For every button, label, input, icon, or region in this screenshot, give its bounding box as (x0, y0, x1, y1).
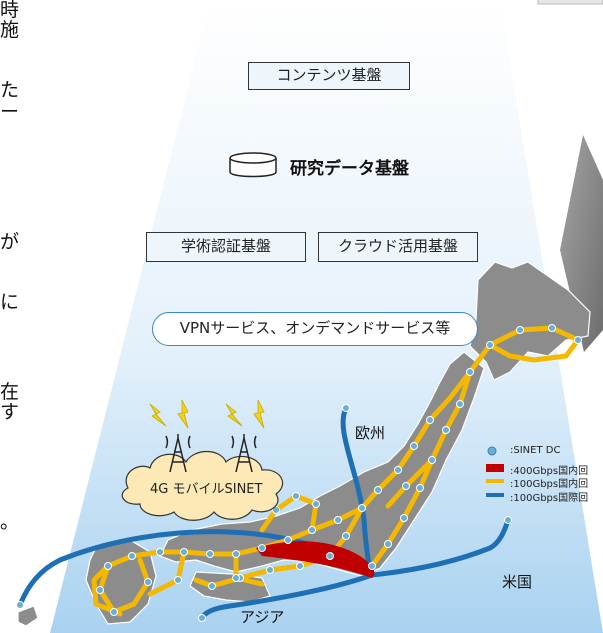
left-text-fragment: 時 (0, 0, 20, 21)
legend-dot (487, 446, 497, 456)
node (442, 426, 450, 434)
left-text-fragment: 。 (0, 511, 20, 533)
gray-arrow-icon (560, 135, 603, 352)
node (384, 540, 392, 548)
node (426, 416, 434, 424)
domestic-400g-link (256, 541, 375, 578)
node (232, 574, 240, 582)
node (548, 324, 556, 332)
legend-blue-line (486, 493, 504, 497)
node (400, 514, 408, 522)
node (410, 442, 418, 450)
node (198, 614, 206, 622)
asia-label: アジア (240, 608, 285, 626)
node (232, 550, 240, 558)
usa-label: 米国 (502, 573, 533, 591)
node (504, 516, 512, 524)
contents-platform-box: コンテンツ基盤 (248, 62, 410, 90)
node (110, 608, 118, 616)
legend-400g: :400Gbps国内回 (510, 466, 589, 477)
node (516, 326, 524, 334)
left-text-fragment: 在 (0, 381, 20, 403)
left-text-fragment: た (0, 79, 20, 101)
node (374, 486, 382, 494)
mobile-cloud-icon (121, 450, 284, 521)
node (394, 466, 402, 474)
node (266, 566, 274, 574)
node (284, 536, 292, 544)
node (358, 504, 366, 512)
left-text-fragment: す (0, 401, 20, 423)
node (342, 404, 350, 412)
node (402, 482, 410, 490)
mobile-sinet-label: 4G モバイルSINET (150, 482, 263, 497)
node (428, 456, 436, 464)
node (174, 576, 182, 584)
europe-label: 欧州 (355, 424, 386, 442)
left-text-fragment: が (0, 231, 20, 253)
node (258, 544, 266, 552)
antenna-icon (165, 434, 191, 473)
left-text-fragment: 施 (0, 19, 20, 41)
node (272, 506, 280, 514)
node (312, 500, 320, 508)
node (486, 341, 494, 349)
legend-red-bar (486, 464, 504, 472)
node (96, 586, 104, 594)
academic-auth-box: 学術認証基盤 (146, 232, 306, 262)
node (292, 492, 300, 500)
node (368, 562, 376, 570)
database-cylinder-icon (229, 152, 277, 178)
legend-100g-domestic: :100Gbps国内回 (510, 479, 589, 490)
node (342, 532, 350, 540)
node (308, 526, 316, 534)
node (456, 400, 464, 408)
legend-sinet-dc: :SINET DC (510, 445, 561, 456)
left-text-fragment: ー (0, 101, 20, 123)
node (326, 552, 334, 560)
cloud-platform-box: クラウド活用基盤 (318, 232, 478, 262)
left-text-fragment: に (0, 291, 20, 313)
node (466, 368, 474, 376)
node (208, 582, 216, 590)
node (128, 552, 136, 560)
node (296, 562, 304, 570)
antenna-icon (231, 434, 257, 473)
legend-yellow-line (486, 479, 504, 483)
node (180, 548, 188, 556)
vpn-services-pill: VPNサービス、オンデマンドサービス等 (152, 312, 478, 346)
legend-100g-international: :100Gbps国際回 (510, 493, 589, 504)
node (156, 548, 164, 556)
lightning-icon (149, 399, 265, 429)
node (334, 516, 342, 524)
top-right-frame (537, 0, 603, 5)
sinet-dc-nodes (16, 324, 582, 622)
node (104, 562, 112, 570)
node (206, 550, 214, 558)
node (574, 336, 582, 344)
research-data-label: 研究データ基盤 (290, 159, 409, 179)
node (16, 601, 24, 609)
node (416, 484, 424, 492)
node (144, 578, 152, 586)
